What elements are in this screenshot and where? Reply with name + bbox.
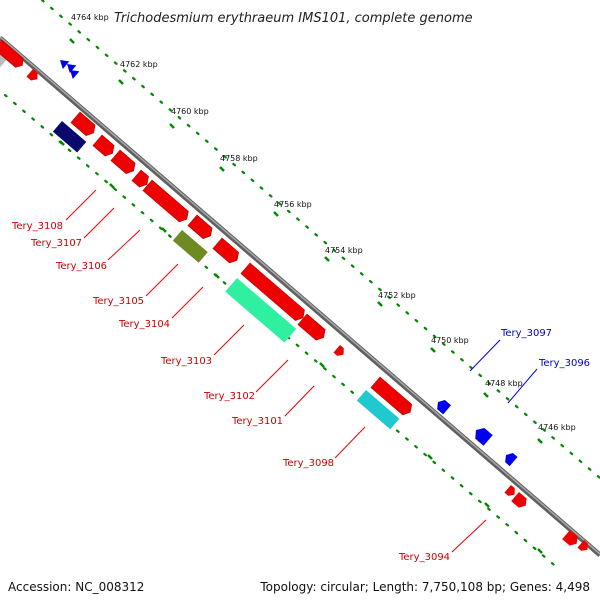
scale-label: 4764 kbp xyxy=(71,13,109,22)
gene-feature-grey xyxy=(0,46,8,68)
gene-arrow-reverse xyxy=(60,60,70,70)
gene-arrow xyxy=(212,237,239,264)
scale-label: 4750 kbp xyxy=(431,336,469,345)
scale-label: 4762 kbp xyxy=(120,60,158,69)
gene-arrow-tery-3106 xyxy=(110,149,136,174)
gene-arrow-tery-3107 xyxy=(92,134,115,157)
gene-label-tery-3096[interactable]: Tery_3096 xyxy=(538,358,590,369)
gene-arrow-tery-3094 xyxy=(562,530,578,546)
outer-tick-track xyxy=(40,0,600,480)
genome-backbone-highlight xyxy=(0,36,600,555)
gene-label-tery-3097[interactable]: Tery_3097 xyxy=(500,328,552,339)
gene-label-tery-3105[interactable]: Tery_3105 xyxy=(92,296,144,307)
scale-label: 4746 kbp xyxy=(538,423,576,432)
gene-arrow-reverse xyxy=(70,70,80,80)
gene-arrow-reverse xyxy=(505,453,518,467)
scale-label: 4760 kbp xyxy=(171,107,209,116)
scale-label: 4758 kbp xyxy=(220,154,258,163)
gene-label-tery-3106[interactable]: Tery_3106 xyxy=(55,261,107,272)
gene-arrow xyxy=(504,485,515,496)
gene-arrow-tery-3102 xyxy=(297,313,326,341)
gene-label-tery-3107[interactable]: Tery_3107 xyxy=(30,238,82,249)
gene-feature-aquamarine xyxy=(225,278,297,343)
topology-text: Topology: circular; Length: 7,750,108 bp… xyxy=(260,580,590,594)
gene-labels-reverse: Tery_3097 Tery_3096 xyxy=(500,328,590,369)
scale-label: 4748 kbp xyxy=(485,379,523,388)
genome-backbone xyxy=(0,36,600,557)
gene-arrow-reverse-tery-3096 xyxy=(475,427,493,446)
gene-label-tery-3102[interactable]: Tery_3102 xyxy=(203,391,255,402)
gene-label-tery-3094[interactable]: Tery_3094 xyxy=(398,552,450,563)
gene-feature-cyan xyxy=(356,390,400,430)
scale-label: 4752 kbp xyxy=(378,291,416,300)
accession-text: Accession: NC_008312 xyxy=(8,580,145,594)
reverse-genes[interactable] xyxy=(57,56,518,467)
scale-label: 4754 kbp xyxy=(325,246,363,255)
scale-label: 4756 kbp xyxy=(274,200,312,209)
map-title: Trichodesmium erythraeum IMS101, complet… xyxy=(114,11,473,26)
gene-label-tery-3103[interactable]: Tery_3103 xyxy=(160,356,212,367)
gene-feature-navy xyxy=(52,121,87,153)
label-leader-lines xyxy=(65,189,538,553)
gene-label-tery-3108[interactable]: Tery_3108 xyxy=(11,221,63,232)
gene-arrow-reverse-tery-3097 xyxy=(437,400,452,415)
gene-arrow xyxy=(0,39,24,68)
scale-labels: 4764 kbp 4762 kbp 4760 kbp 4758 kbp 4756… xyxy=(71,13,576,432)
gene-label-tery-3098[interactable]: Tery_3098 xyxy=(282,458,334,469)
gene-arrow xyxy=(577,540,588,551)
gene-arrow xyxy=(131,169,149,188)
forward-genes[interactable] xyxy=(0,39,591,553)
gene-arrow xyxy=(26,69,38,81)
gene-arrow-tery-3108 xyxy=(70,111,96,136)
gene-arrow-reverse xyxy=(67,64,77,74)
inner-tick-track xyxy=(3,93,562,572)
gene-label-tery-3101[interactable]: Tery_3101 xyxy=(231,416,283,427)
gene-arrow xyxy=(511,492,527,508)
gene-arrow-tery-3103 xyxy=(240,262,305,321)
gene-label-tery-3104[interactable]: Tery_3104 xyxy=(118,319,170,330)
gene-arrow-tery-3104 xyxy=(187,214,213,239)
gene-arrow-tery-3101 xyxy=(370,376,413,416)
gene-labels-forward: Tery_3108 Tery_3107 Tery_3106 Tery_3105 … xyxy=(11,221,450,563)
gene-arrow-tery-3105 xyxy=(142,179,189,223)
gene-feature-olive xyxy=(172,230,208,263)
gene-arrow xyxy=(333,345,344,356)
